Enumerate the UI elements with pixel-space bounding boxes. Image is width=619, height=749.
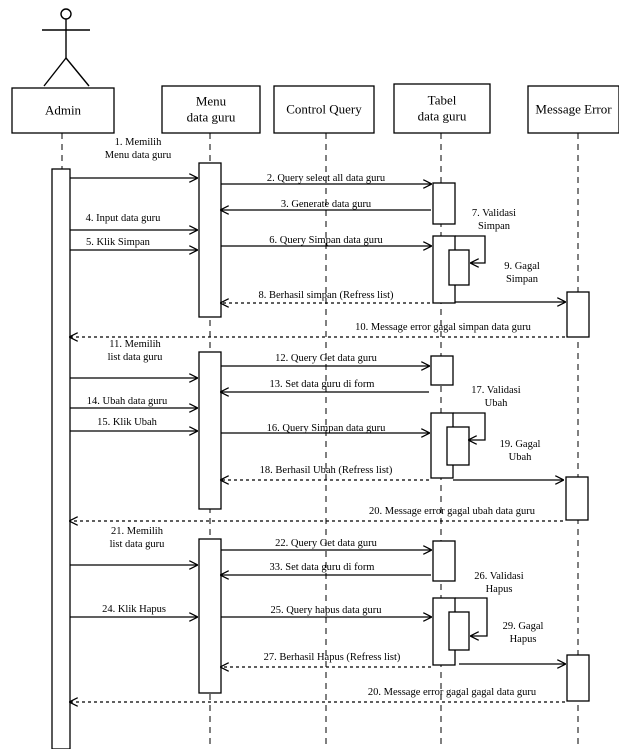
message-16-label: 16. Query Simpan data guru (267, 423, 386, 434)
message-20-label: 20. Message error gagal ubah data guru (369, 506, 536, 517)
message-18-label: 18. Berhasil Ubah (Refress list) (260, 465, 393, 476)
message-6-label: 6. Query Simpan data guru (269, 235, 383, 246)
message-27-label: 27. Berhasil Hapus (Refress list) (264, 652, 401, 663)
message-25-label: 25. Query hapus data guru (270, 605, 382, 616)
message-12-label: 12. Query Get data guru (275, 353, 378, 364)
participant-box-admin (11, 87, 115, 134)
message-13-label: 13. Set data guru di form (270, 379, 375, 390)
message-17-arrow (453, 412, 486, 440)
message-29-label: 20. Message error gagal gagal data guru (368, 687, 537, 698)
activation-menu-1 (198, 162, 222, 318)
message-4-label: 4. Input data guru (86, 213, 161, 224)
activation-tabel-3 (430, 355, 454, 386)
activation-error-3 (566, 654, 590, 702)
message-14-label: 14. Ubah data guru (87, 396, 168, 407)
activation-admin (51, 168, 71, 749)
activation-tabel-2-self (448, 249, 470, 286)
actor-leg-left-icon (43, 57, 67, 87)
participant-box-error (527, 85, 619, 134)
activation-error-1 (566, 291, 590, 338)
message-15-label: 15. Klik Ubah (97, 417, 158, 428)
message-5-label: 5. Klik Simpan (86, 237, 151, 248)
activation-tabel-1 (432, 182, 456, 225)
participant-box-control (273, 85, 375, 134)
message-23-label: 33. Set data guru di form (270, 562, 375, 573)
message-22-label: 22. Query Get data guru (275, 538, 378, 549)
message-8-label: 8. Berhasil simpan (Refress list) (258, 290, 394, 301)
message-3-label: 3. Generate data guru (281, 199, 372, 210)
participant-label-error: Message Error (535, 102, 612, 117)
activation-tabel-5 (432, 540, 456, 582)
actor-leg-right-icon (65, 57, 90, 87)
message-24-label: 24. Klik Hapus (102, 604, 166, 615)
message-10-label: 10. Message error gagal simpan data guru (355, 322, 532, 333)
participant-box-tabel (393, 83, 491, 134)
participant-box-menu (161, 85, 261, 134)
activation-menu-2 (198, 351, 222, 510)
activation-tabel-4-self (446, 426, 470, 466)
activation-tabel-6-self (448, 611, 470, 651)
participant-label-admin: Admin (45, 103, 82, 118)
actor-head-icon (60, 8, 72, 20)
message-26-arrow (455, 597, 488, 636)
activation-menu-3 (198, 538, 222, 694)
participant-label-control: Control Query (286, 102, 362, 117)
message-7-arrow (455, 235, 486, 263)
activation-error-2 (565, 476, 589, 521)
message-2-label: 2. Query select all data guru (267, 173, 386, 184)
